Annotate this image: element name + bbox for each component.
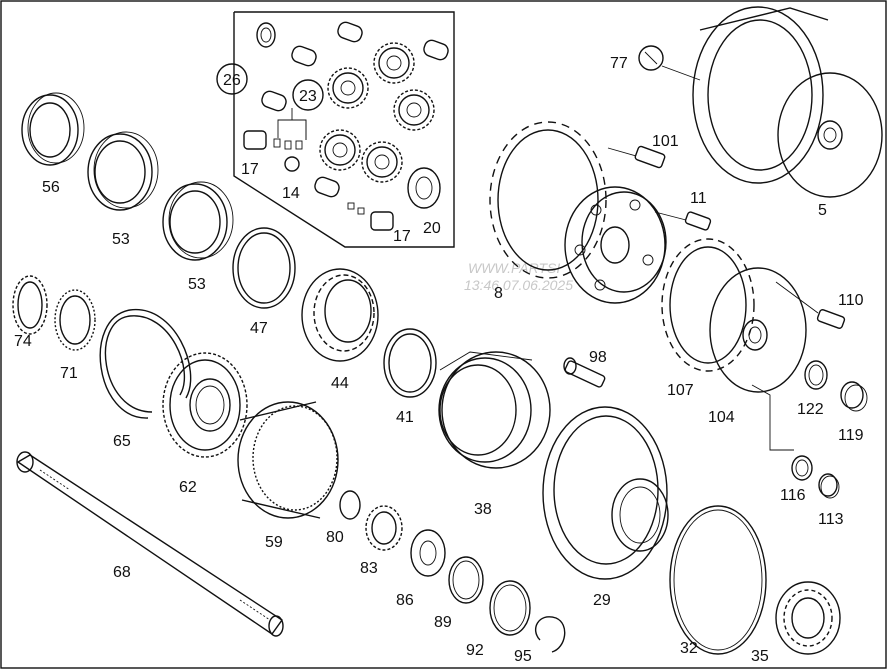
ring-89	[448, 556, 484, 604]
label-119: 119	[838, 427, 864, 444]
cover-104	[709, 267, 807, 451]
label-101: 101	[652, 133, 679, 150]
label-44: 44	[331, 375, 349, 392]
planet-pin	[291, 45, 317, 67]
snap-ring-95	[535, 616, 566, 653]
label-89: 89	[434, 614, 452, 631]
label-14: 14	[282, 185, 300, 202]
label-59: 59	[265, 534, 283, 551]
label-29: 29	[593, 592, 611, 609]
label-47: 47	[250, 320, 268, 337]
label-17a: 17	[241, 161, 259, 178]
label-23: 23	[299, 88, 317, 105]
seal-122	[804, 360, 828, 390]
planet-gear	[319, 129, 361, 171]
planet-pin	[337, 21, 363, 43]
label-107: 107	[667, 382, 694, 399]
label-98: 98	[589, 349, 607, 366]
label-74: 74	[14, 333, 32, 350]
label-116: 116	[780, 487, 806, 504]
planet-gear	[393, 89, 435, 131]
ring-41	[383, 328, 437, 398]
label-104: 104	[708, 409, 735, 426]
label-41: 41	[396, 409, 414, 426]
label-110: 110	[838, 292, 864, 309]
label-62: 62	[179, 479, 197, 496]
label-20: 20	[423, 220, 441, 237]
o-ring-32	[669, 505, 767, 655]
ring-gear-62	[162, 352, 248, 458]
label-11: 11	[690, 190, 707, 207]
label-86: 86	[396, 592, 414, 609]
internal-gear-59	[237, 401, 339, 519]
planet-gear	[361, 141, 403, 183]
label-80: 80	[326, 529, 344, 546]
watermark-line-1: WWW.PARTSI	[468, 260, 560, 276]
plug-113	[818, 473, 840, 499]
label-77: 77	[610, 55, 628, 72]
planet-pin	[261, 90, 287, 112]
seal-116	[791, 455, 813, 481]
callout-circle-26	[216, 63, 248, 95]
planet-gear-inset	[233, 11, 455, 248]
circlip-65	[99, 309, 192, 419]
label-26: 26	[223, 72, 241, 89]
planet-gear	[373, 42, 415, 84]
toothed-washer-71	[54, 289, 96, 351]
bolt-11	[654, 211, 712, 231]
wrench-icon	[638, 45, 701, 81]
bolt-98	[563, 357, 606, 388]
planet-carrier	[564, 186, 667, 304]
roller-bearing-44	[301, 268, 379, 362]
axle-shaft-68	[16, 451, 284, 637]
bearing-race-53a	[87, 131, 159, 211]
label-53b: 53	[188, 276, 206, 293]
snap-ring-74	[12, 275, 48, 335]
label-68: 68	[113, 564, 131, 581]
hub-38	[438, 351, 551, 469]
label-35: 35	[751, 648, 769, 665]
plug-119	[840, 381, 868, 412]
label-32: 32	[680, 640, 698, 657]
label-56: 56	[42, 179, 60, 196]
washer-86	[410, 529, 446, 577]
ring-92	[489, 580, 531, 636]
label-83: 83	[360, 560, 378, 577]
sun-gear-83	[365, 505, 403, 551]
watermark-line-2: 13:46 07.06.2025	[464, 277, 573, 293]
label-17b: 17	[393, 228, 411, 245]
bearing-race-53b	[162, 181, 234, 261]
planet-pin	[423, 39, 449, 61]
gasket-8	[489, 121, 607, 279]
label-38: 38	[474, 501, 492, 518]
label-65: 65	[113, 433, 131, 450]
callout-circle-23	[292, 79, 324, 111]
planet-gear	[327, 67, 369, 109]
bearing-35	[775, 581, 841, 655]
circlip-80	[339, 490, 361, 520]
shim-ring-47	[232, 227, 296, 309]
label-95: 95	[514, 648, 532, 665]
planet-pin	[314, 176, 340, 198]
label-71: 71	[60, 365, 78, 382]
label-5: 5	[818, 202, 827, 219]
housing-5	[692, 6, 883, 198]
label-122: 122	[797, 401, 824, 418]
bolt-101	[607, 145, 666, 169]
label-92: 92	[466, 642, 484, 659]
label-113: 113	[818, 511, 844, 528]
gasket-107	[661, 238, 755, 372]
label-53a: 53	[112, 231, 130, 248]
bolt-110	[775, 281, 846, 329]
hub-flange-29	[542, 406, 669, 580]
bearing-race-56	[21, 92, 85, 166]
part-labels: 26 23 17 14 17 20 56 53 53 47 44 41 38 7…	[14, 55, 864, 665]
label-8: 8	[494, 285, 503, 302]
